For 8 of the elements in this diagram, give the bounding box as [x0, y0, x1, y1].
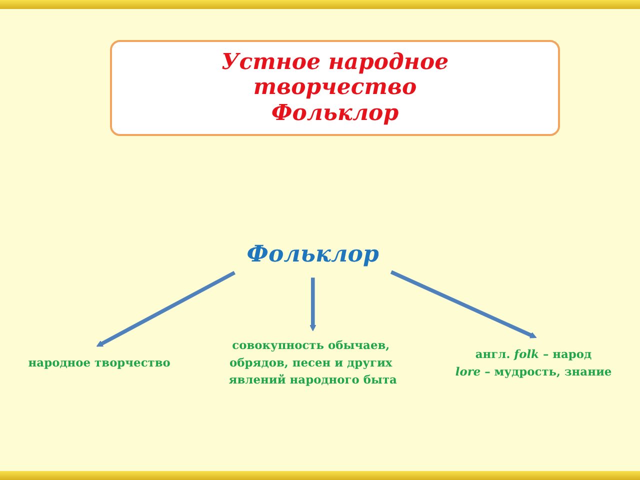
node-text: англ. folk – народ lore – мудрость, знание — [455, 347, 612, 378]
node-text: совокупность обычаев, обрядов, песен и других явлений народного быта — [228, 338, 397, 387]
node-text: народное творчество — [28, 356, 170, 370]
node-text: Фольклор — [246, 241, 379, 268]
arrow — [96, 271, 236, 347]
arrow — [390, 270, 537, 338]
title: Устное народное творчество Фольклор — [220, 50, 450, 126]
arrow — [310, 278, 316, 332]
